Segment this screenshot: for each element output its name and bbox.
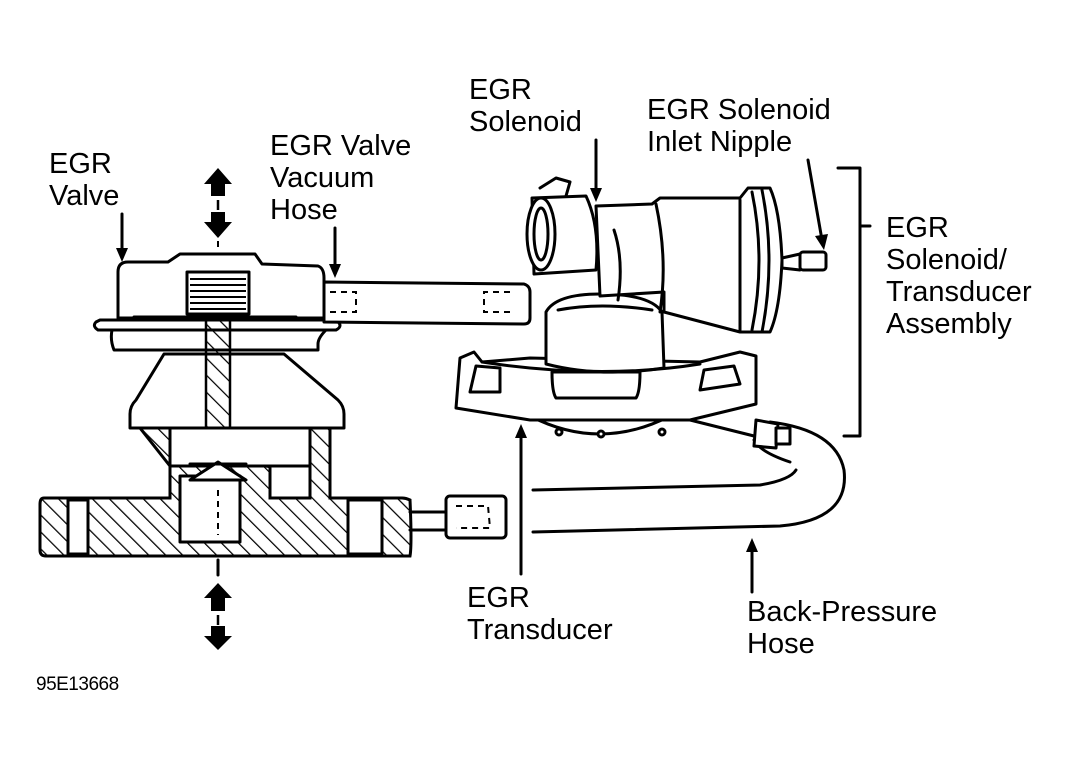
label-back-pressure-hose: Back-Pressure Hose — [747, 596, 937, 660]
label-line: EGR — [467, 582, 530, 614]
label-line: Vacuum — [270, 162, 375, 194]
label-line: Hose — [270, 194, 338, 226]
label-line: Solenoid/ — [886, 244, 1007, 276]
egr-valve-vacuum-hose — [322, 280, 532, 326]
up-down-motion-arrow-bottom — [204, 583, 232, 650]
label-line: EGR — [886, 212, 949, 244]
egr-transducer — [454, 292, 758, 439]
label-egr-valve-vacuum-hose: EGR Valve Vacuum Hose — [270, 130, 411, 226]
label-line: Back-Pressure — [747, 596, 938, 628]
leader-arrows — [116, 138, 828, 594]
label-line: Solenoid — [469, 106, 582, 138]
egr-solenoid — [525, 176, 828, 334]
back-pressure-hose — [408, 418, 846, 540]
label-line: Inlet Nipple — [647, 126, 793, 158]
thread-lines — [190, 278, 246, 310]
egr-valve — [38, 168, 413, 650]
figure-reference-id: 95E13668 — [36, 674, 119, 695]
label-line: Valve — [49, 180, 120, 212]
label-line: EGR Solenoid — [647, 94, 831, 126]
label-line: Assembly — [886, 308, 1012, 340]
label-line: EGR — [49, 148, 112, 180]
label-line: Transducer — [467, 614, 613, 646]
label-egr-solenoid: EGR Solenoid — [469, 74, 582, 138]
label-egr-transducer: EGR Transducer — [467, 582, 613, 646]
up-down-motion-arrow-top — [204, 168, 232, 238]
label-line: EGR Valve — [270, 130, 412, 162]
label-egr-valve: EGR Valve — [49, 148, 119, 212]
label-egr-solenoid-inlet-nipple: EGR Solenoid Inlet Nipple — [647, 94, 831, 158]
label-line: EGR — [469, 74, 532, 106]
label-line: Transducer — [886, 276, 1032, 308]
label-egr-solenoid-transducer-assembly: EGR Solenoid/ Transducer Assembly — [886, 212, 1032, 340]
label-line: Hose — [747, 628, 815, 660]
assembly-bracket — [836, 166, 872, 438]
